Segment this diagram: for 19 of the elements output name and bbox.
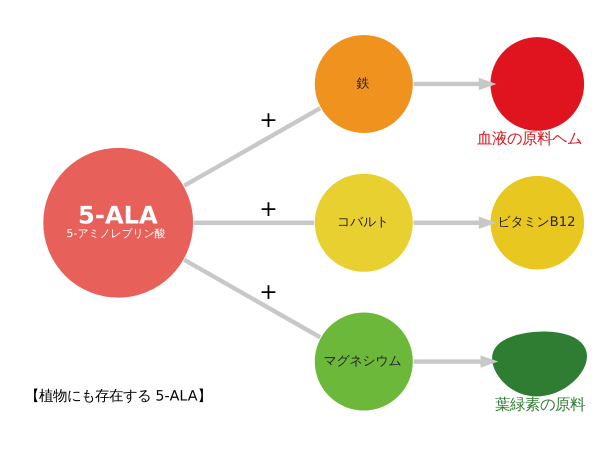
node-circle: 5-ALA 5-アミノレブリン酸 bbox=[42, 146, 194, 298]
connector bbox=[182, 257, 321, 339]
edge-label: + bbox=[258, 279, 278, 304]
node-label: 血液の原料ヘム bbox=[476, 129, 582, 148]
edge-label: + bbox=[258, 196, 278, 222]
arrow bbox=[413, 354, 498, 368]
edge-label: + bbox=[258, 107, 278, 132]
connector bbox=[193, 220, 314, 224]
node-circle bbox=[488, 36, 585, 132]
node-circle: コバルト bbox=[313, 172, 414, 272]
arrow bbox=[413, 216, 496, 228]
arrow bbox=[413, 77, 496, 90]
node-label: 葉緑素の原料 bbox=[494, 394, 585, 413]
node-circle: 鉄 bbox=[313, 33, 414, 134]
node-leaf bbox=[490, 330, 588, 397]
node-circle: マグネシウム bbox=[313, 310, 414, 412]
connector bbox=[182, 106, 321, 188]
label: 【植物にも存在する 5-ALA】 bbox=[24, 388, 212, 404]
node-circle: ビタミンB12 bbox=[488, 174, 585, 270]
